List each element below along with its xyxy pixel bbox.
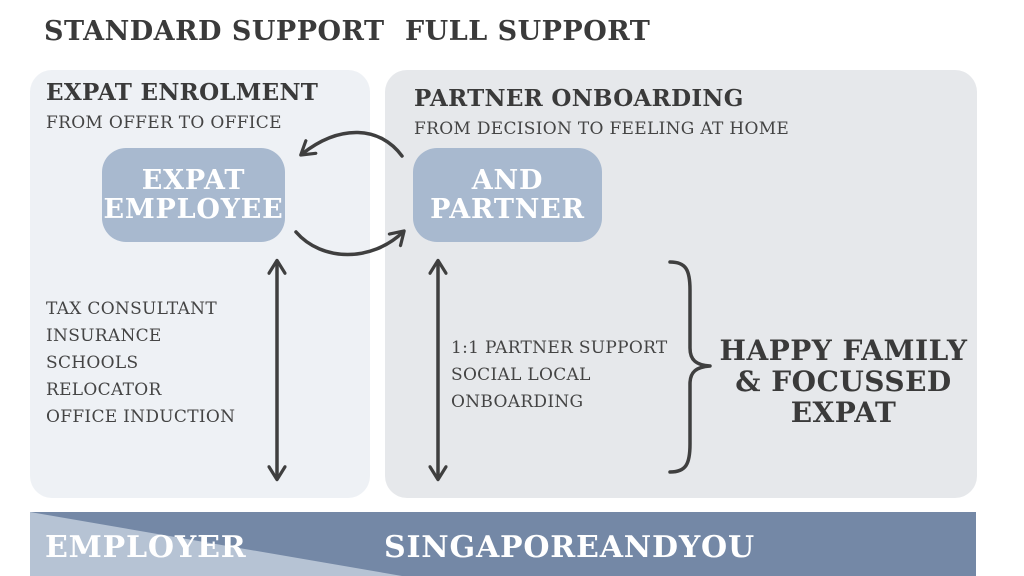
list-item-schools: SCHOOLS xyxy=(46,353,139,373)
partner-onboarding-heading: PARTNER ONBOARDING xyxy=(414,85,744,112)
expat-enrolment-subheading: FROM OFFER TO OFFICE xyxy=(46,113,282,133)
full-support-list: 1:1 PARTNER SUPPORT SOCIAL LOCAL ONBOARD… xyxy=(451,335,668,416)
list-item-insurance: INSURANCE xyxy=(46,326,162,346)
curly-brace xyxy=(668,260,712,474)
outcome-line-3: EXPAT xyxy=(790,396,897,429)
footer-banner: EMPLOYER SINGAPOREANDYOU xyxy=(30,512,976,576)
banner-diagonal xyxy=(30,512,402,576)
expat-employee-line-1: EXPAT xyxy=(141,165,246,196)
list-item-office-induction: OFFICE INDUCTION xyxy=(46,407,236,427)
expat-employee-line-2: EMPLOYEE xyxy=(103,194,284,225)
happy-family-outcome: HAPPY FAMILY & FOCUSSED EXPAT xyxy=(716,335,971,428)
and-partner-node: AND PARTNER xyxy=(413,148,602,242)
and-partner-line-1: AND xyxy=(471,165,544,196)
list-item-relocator: RELOCATOR xyxy=(46,380,162,400)
outcome-line-1: HAPPY FAMILY xyxy=(719,334,968,367)
partner-onboarding-subheading: FROM DECISION TO FEELING AT HOME xyxy=(414,119,790,139)
standard-support-list: TAX CONSULTANT INSURANCE SCHOOLS RELOCAT… xyxy=(46,296,235,431)
list-item-social-local: SOCIAL LOCAL xyxy=(451,365,591,385)
employer-label: EMPLOYER xyxy=(45,530,247,565)
list-item-partner-support: 1:1 PARTNER SUPPORT xyxy=(451,338,668,358)
expat-employee-node: EXPAT EMPLOYEE xyxy=(102,148,285,242)
curved-arrow-to-employee xyxy=(299,130,404,158)
full-support-panel xyxy=(385,70,977,498)
list-item-tax-consultant: TAX CONSULTANT xyxy=(46,299,217,319)
list-item-onboarding: ONBOARDING xyxy=(451,392,584,412)
standard-support-title: STANDARD SUPPORT xyxy=(44,16,385,47)
full-support-title: FULL SUPPORT xyxy=(405,16,651,47)
and-partner-line-2: PARTNER xyxy=(430,194,585,225)
expat-enrolment-heading: EXPAT ENROLMENT xyxy=(46,79,319,106)
curved-arrow-to-partner xyxy=(294,229,406,257)
singaporeandyou-label: SINGAPOREANDYOU xyxy=(384,530,755,565)
outcome-line-2: & FOCUSSED xyxy=(735,365,952,398)
